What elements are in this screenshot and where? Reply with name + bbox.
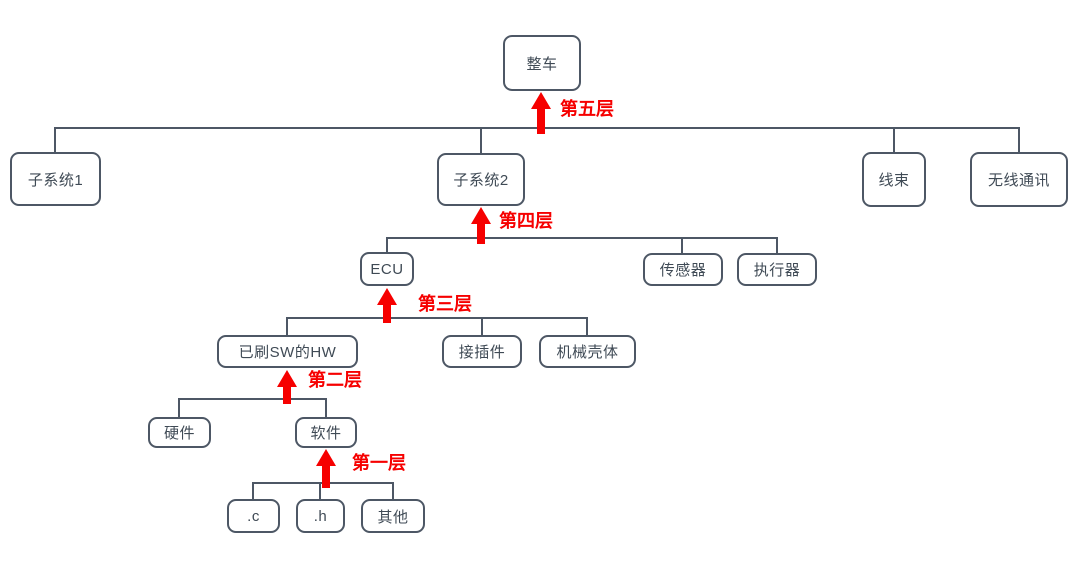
up-arrow-level4 xyxy=(471,207,491,244)
node-hw-with-flashed-sw: 已刷SW的HW xyxy=(217,335,358,368)
node-mechanical-housing: 机械壳体 xyxy=(539,335,636,368)
connector-level3 xyxy=(286,317,588,335)
node-wire-harness: 线束 xyxy=(862,152,926,207)
connector-level4 xyxy=(386,237,778,253)
node-h-file: .h xyxy=(296,499,345,533)
up-arrow-level2 xyxy=(277,370,297,404)
node-ecu: ECU xyxy=(360,252,414,286)
node-sensor: 传感器 xyxy=(643,253,723,286)
node-wireless-comm: 无线通讯 xyxy=(970,152,1068,207)
connector-level2 xyxy=(178,398,327,417)
label-level4: 第四层 xyxy=(499,211,553,231)
node-subsystem2: 子系统2 xyxy=(437,153,525,206)
up-arrow-level1 xyxy=(316,449,336,488)
node-subsystem1: 子系统1 xyxy=(10,152,101,206)
node-connector-part: 接插件 xyxy=(442,335,522,368)
up-arrow-level5 xyxy=(531,92,551,134)
node-other: 其他 xyxy=(361,499,425,533)
label-level3: 第三层 xyxy=(418,294,472,314)
label-level2: 第二层 xyxy=(308,370,362,390)
node-actuator: 执行器 xyxy=(737,253,817,286)
label-level5: 第五层 xyxy=(560,99,614,119)
node-c-file: .c xyxy=(227,499,280,533)
label-level1: 第一层 xyxy=(352,453,406,473)
up-arrow-level3 xyxy=(377,288,397,323)
node-software: 软件 xyxy=(295,417,357,448)
node-vehicle: 整车 xyxy=(503,35,581,91)
node-hardware: 硬件 xyxy=(148,417,211,448)
